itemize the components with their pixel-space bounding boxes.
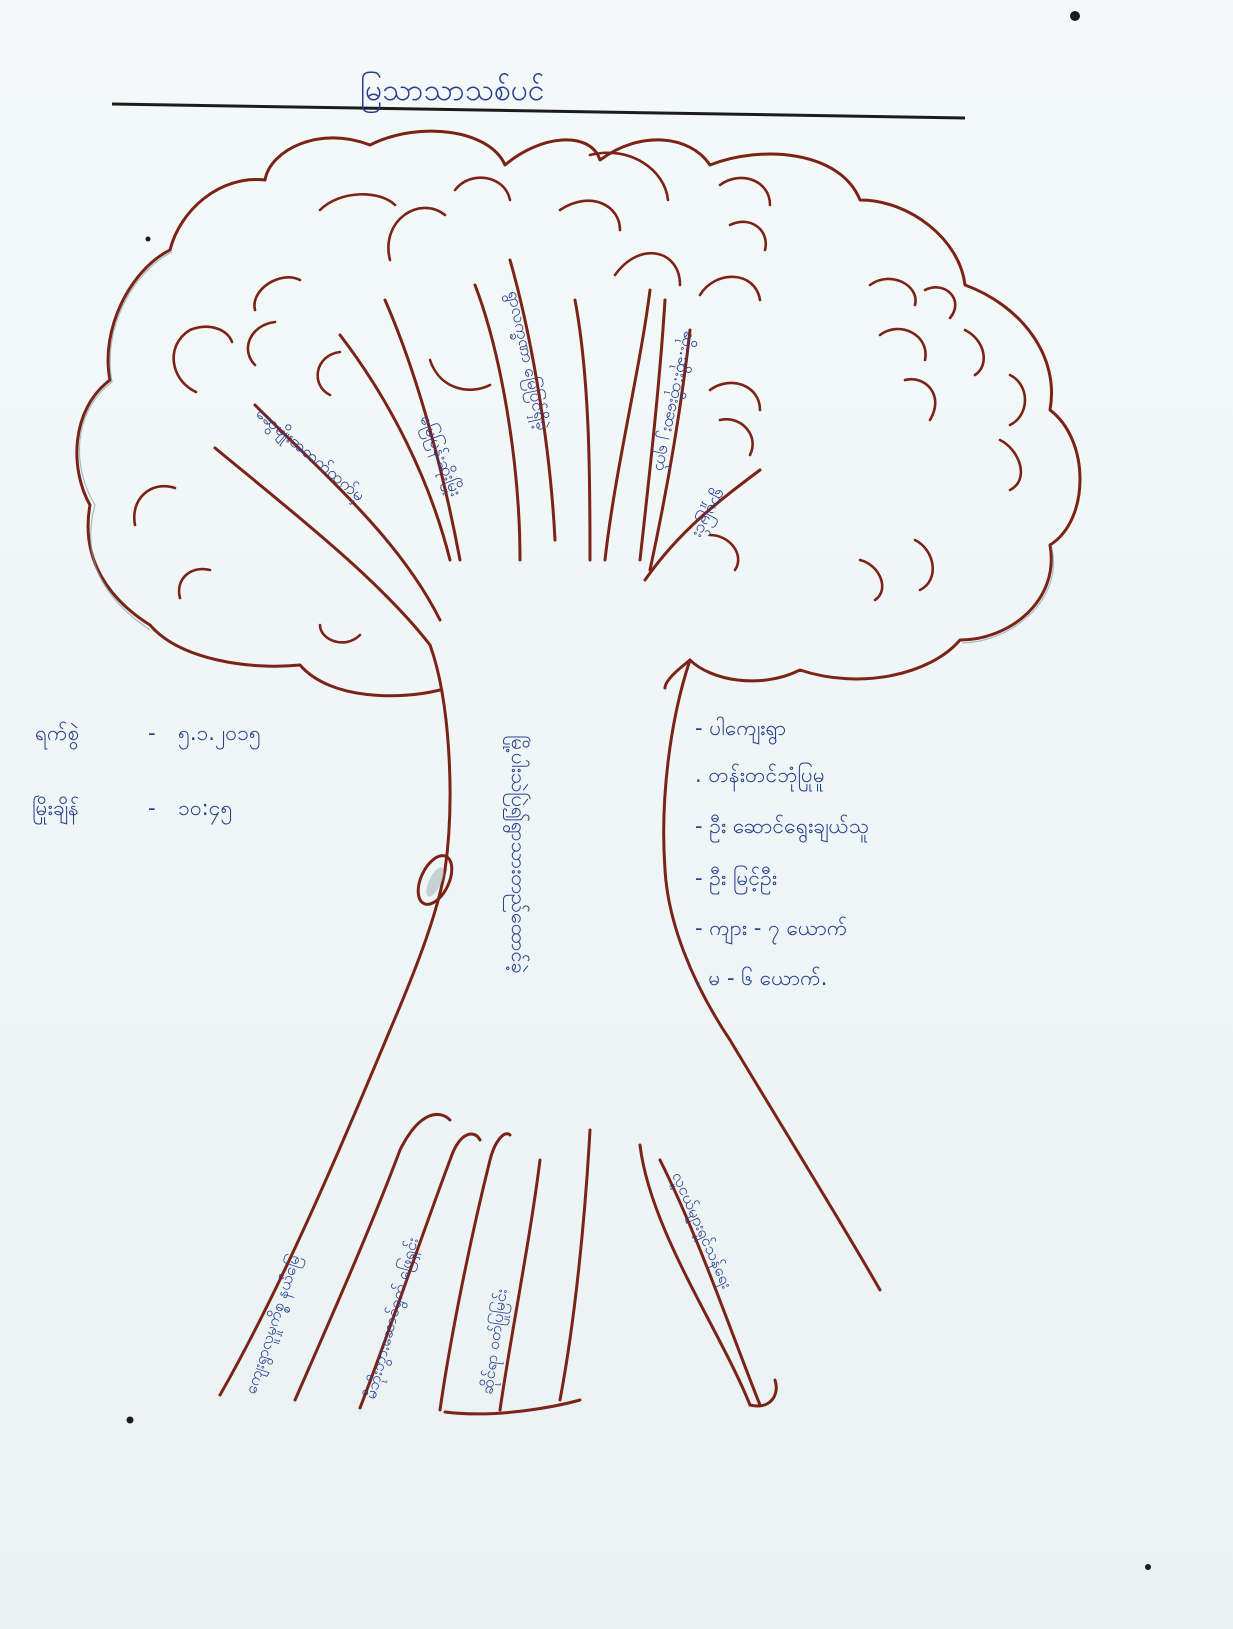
- fact-line-5: - ကျား - ၇ ယောက်: [695, 915, 847, 945]
- trunk-left: [220, 645, 450, 1395]
- root-label-1: ကျေးရွာလူမှုကိစ္စ နယ်မြေ: [241, 1252, 307, 1397]
- ink-dot: [1070, 11, 1080, 21]
- canopy-outline: [77, 131, 1080, 696]
- trunk-label: မြို့ပါးသဲပြဲ၍ရွာသားတည်ထောင်ခဲ့: [503, 735, 531, 974]
- root-label-4: လူငယ်များရှင်သန်ရေး: [666, 1169, 737, 1293]
- fact-line-1: - ပါကျေးရွာ: [695, 715, 786, 746]
- canopy-curls: [134, 153, 1025, 643]
- ink-dot: [146, 237, 151, 242]
- root-label-3: ဆိုင်ရာ ဝတ်ပြုမြင်း: [477, 1288, 514, 1396]
- time-label: မြိုးချိန်: [32, 794, 79, 825]
- fact-line-6: . မ - ၆ ယောက်.: [695, 965, 827, 990]
- time-value: ၁၀:၄၅: [178, 796, 232, 825]
- branch-label-2: မြေပြန်းဆိုးမြိုး: [413, 412, 468, 501]
- branch-label-5: ရွာမှုမြင်း: [686, 484, 733, 542]
- fact-line-3: - ဦး ဆောင်ရွေးချယ်သူ: [695, 813, 869, 844]
- date-dash: -: [148, 721, 156, 745]
- date-label: ရက်စွဲ: [35, 720, 79, 751]
- root-label-2: မိဘိုးဘွားဆောင်ရွက် ဖြေရှင်း: [361, 1235, 425, 1402]
- time-dash: -: [148, 796, 156, 820]
- fact-line-4: - ဦး မြင့်ဦး: [695, 864, 777, 895]
- date-value: ၅.၁.၂၀၁၅: [178, 721, 261, 750]
- canopy-pencil: [79, 252, 1053, 643]
- fact-line-2: . တန်းတင်ဘုံပြုမူ: [695, 761, 825, 792]
- ink-dot: [127, 1417, 134, 1424]
- ink-dot: [1145, 1564, 1151, 1570]
- diagram-title: မြသာသာသစ်ပင်: [360, 71, 544, 114]
